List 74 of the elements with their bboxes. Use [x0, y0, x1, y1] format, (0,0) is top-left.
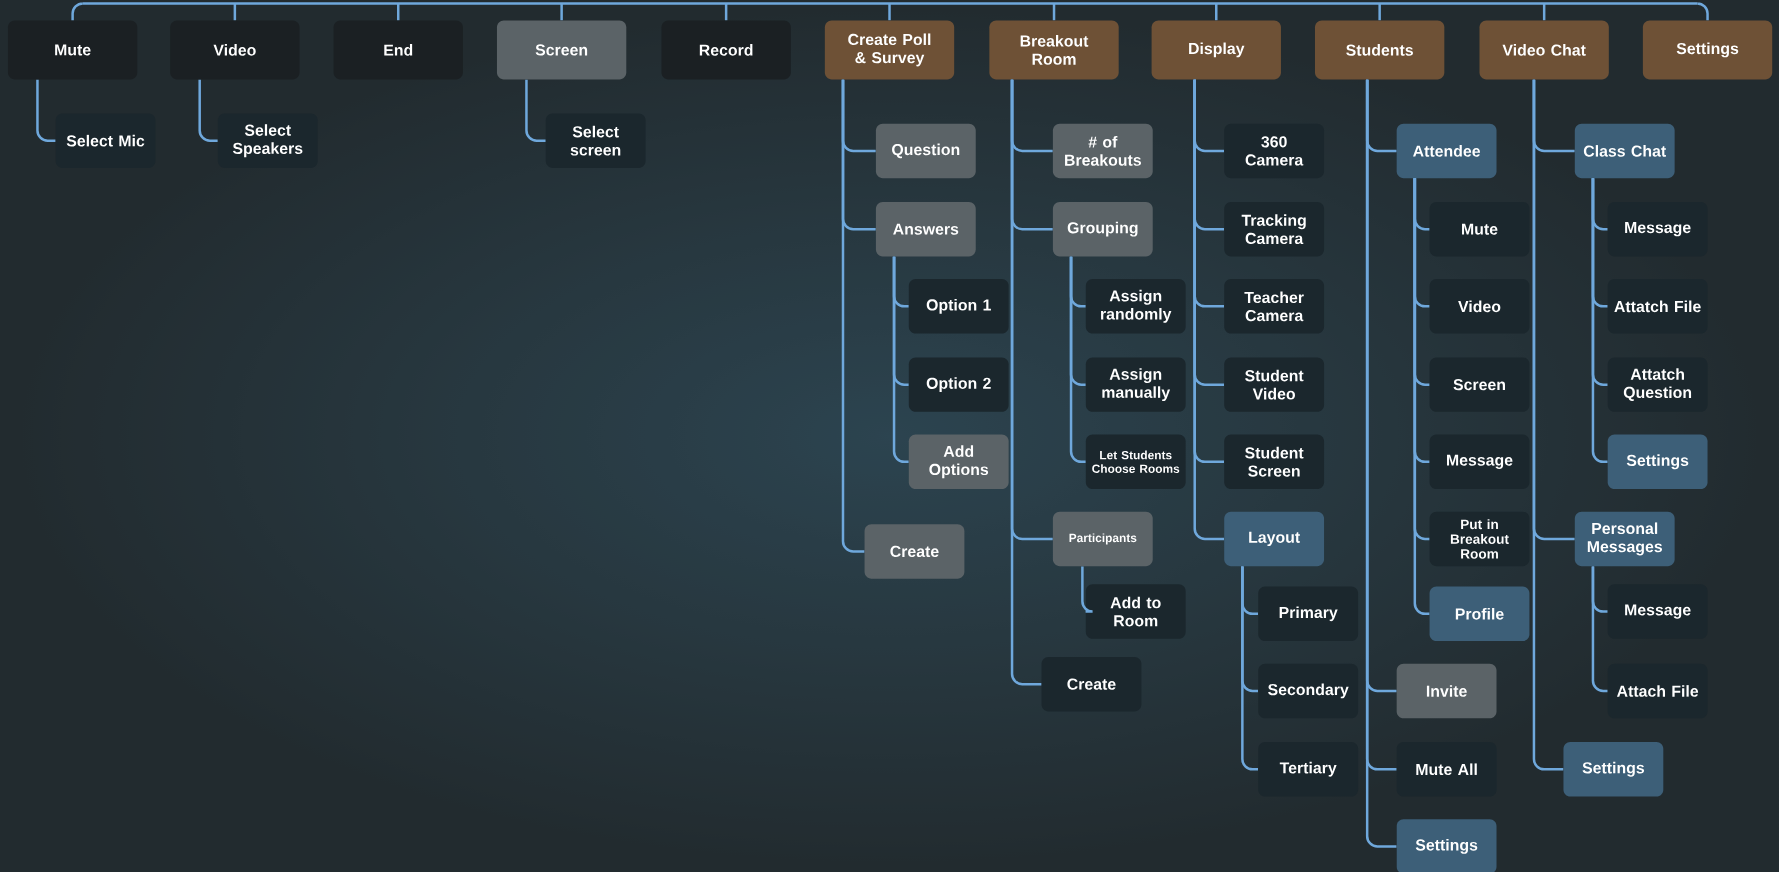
submenu-box: Settings: [1607, 434, 1708, 489]
submenu-box: Select Speakers: [217, 113, 318, 168]
submenu-box: 360 Camera: [1224, 123, 1325, 178]
menu-box: Record: [661, 20, 791, 80]
submenu-box: Create: [1041, 656, 1142, 712]
submenu-box: Participants: [1052, 511, 1153, 566]
submenu-box: Screen: [1429, 357, 1530, 412]
submenu-box: Attatch Question: [1607, 357, 1708, 412]
submenu-box: Teacher Camera: [1224, 278, 1325, 334]
submenu-box: Grouping: [1052, 201, 1153, 257]
submenu-box: Secondary: [1258, 663, 1359, 718]
submenu-box: Personal Messages: [1574, 511, 1675, 566]
submenu-box: Settings: [1396, 818, 1497, 872]
connector-line: [233, 3, 237, 20]
menu-box: Screen: [496, 20, 627, 80]
submenu-box: Option 1: [908, 278, 1009, 334]
submenu-box: Select screen: [545, 113, 646, 168]
submenu-box: Class Chat: [1574, 123, 1675, 178]
submenu-box: Layout: [1224, 511, 1325, 566]
submenu-box: Assign manually: [1085, 357, 1186, 412]
submenu-box: Add to Room: [1085, 584, 1186, 639]
connector-line: [36, 79, 56, 142]
connector-line: [1378, 3, 1381, 20]
submenu-box: # of Breakouts: [1052, 123, 1153, 178]
submenu-box: Mute: [1429, 201, 1530, 257]
connector-line: [724, 3, 728, 20]
submenu-box: Tertiary: [1258, 741, 1359, 797]
connector-line: [1542, 3, 1546, 20]
submenu-box: Attendee: [1396, 123, 1497, 178]
menu-box: Settings: [1642, 20, 1773, 80]
submenu-box: Create: [864, 523, 965, 579]
submenu-box: Select Mic: [55, 113, 156, 168]
submenu-box: Let Students Choose Rooms: [1085, 434, 1186, 489]
menu-box: End: [333, 20, 463, 80]
connector-line: [560, 3, 563, 20]
connector-line: [1010, 79, 1042, 686]
connector-line: [198, 79, 218, 142]
submenu-box: Video: [1429, 278, 1530, 334]
connector-line: [71, 1, 85, 20]
menu-box: Video: [170, 20, 300, 80]
submenu-box: Option 2: [908, 357, 1009, 412]
connector-line: [1193, 79, 1224, 540]
menu-box: Video Chat: [1479, 20, 1609, 80]
connector-line: [397, 3, 400, 20]
submenu-box: Invite: [1396, 663, 1497, 718]
submenu-box: Message: [1429, 434, 1530, 489]
submenu-box: Attatch File: [1607, 278, 1708, 334]
submenu-box: Tracking Camera: [1224, 201, 1325, 257]
submenu-box: Attach File: [1607, 663, 1708, 718]
menu-box: Display: [1151, 20, 1281, 80]
submenu-box: Student Screen: [1224, 434, 1325, 489]
menu-box: Breakout Room: [989, 20, 1119, 80]
connector-line: [1215, 3, 1218, 20]
connector-line: [1241, 566, 1258, 771]
submenu-box: Settings: [1563, 741, 1664, 797]
menu-box: Students: [1315, 20, 1445, 80]
connector-line: [1696, 1, 1709, 20]
submenu-box: Add Options: [908, 434, 1009, 489]
submenu-box: Student Video: [1224, 357, 1325, 412]
menu-box: Mute: [7, 20, 138, 80]
submenu-box: Question: [875, 123, 976, 178]
submenu-box: Message: [1607, 584, 1708, 639]
connector-line: [1532, 79, 1564, 771]
submenu-box: Assign randomly: [1085, 278, 1186, 334]
connector-bar: [82, 1, 1698, 5]
submenu-box: Primary: [1258, 586, 1359, 641]
connector-line: [888, 3, 891, 20]
submenu-box: Answers: [875, 201, 976, 257]
menu-box: Create Poll & Survey: [824, 20, 955, 80]
submenu-box: Put in Breakout Room: [1429, 511, 1530, 566]
connector-line: [1052, 3, 1056, 20]
submenu-box: Profile: [1429, 586, 1530, 641]
submenu-box: Message: [1607, 201, 1708, 257]
submenu-box: Mute All: [1396, 741, 1497, 797]
